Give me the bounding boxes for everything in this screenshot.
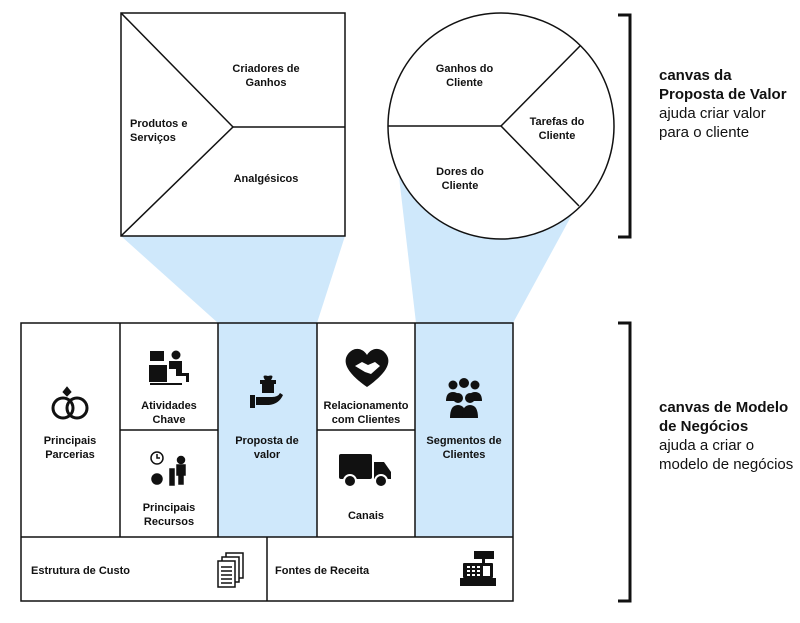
business-model-caption-text: ajuda a criar o modelo de negócios	[659, 437, 794, 473]
business-model-caption: canvas de Modelo de Negócios ajuda a cri…	[659, 398, 794, 474]
products-services-label: Produtos e Serviços	[130, 118, 188, 144]
customer-segments-cell-bg	[415, 323, 513, 537]
value-proposition-square	[120, 12, 346, 237]
documents-icon	[217, 552, 244, 588]
cash-register-icon	[460, 551, 496, 586]
customer-profile-circle	[387, 12, 615, 240]
resources-icon	[150, 451, 186, 486]
business-model-caption-title: canvas de Modelo de Negócios	[659, 399, 789, 435]
value-proposition-label: Proposta de valor	[235, 435, 299, 461]
key-activities-label: Atividades Chave	[141, 400, 197, 426]
rings-icon	[51, 386, 89, 420]
key-partners-label: Principais Parcerias	[43, 435, 97, 461]
customer-relationships-label: Relacionamento com Clientes	[323, 400, 409, 426]
channels-label: Canais	[347, 510, 385, 522]
business-model-grid	[20, 322, 514, 602]
customer-pains-label: Dores do Cliente	[436, 166, 484, 192]
revenue-streams-label: Fontes de Receita	[275, 565, 370, 577]
value-proposition-caption: canvas da Proposta de Valor ajuda criar …	[659, 66, 794, 142]
value-proposition-cell-bg	[218, 323, 317, 537]
delivery-truck-icon	[339, 454, 391, 488]
gift-in-hand-icon	[250, 375, 283, 408]
cost-structure-label: Estrutura de Custo	[31, 565, 131, 577]
value-proposition-bracket	[618, 13, 632, 239]
key-resources-label: Principais Recursos	[142, 502, 196, 528]
value-proposition-caption-title: canvas da Proposta de Valor	[659, 67, 787, 103]
gain-creators-label: Criadores de Ganhos	[232, 63, 300, 89]
person-at-desk-icon	[149, 350, 189, 385]
customer-gains-label: Ganhos do Cliente	[435, 63, 494, 89]
heart-handshake-icon	[345, 348, 389, 387]
customer-jobs-label: Tarefas do Cliente	[529, 116, 585, 142]
business-model-bracket	[618, 321, 632, 603]
customer-segments-label: Segmentos de Clientes	[426, 435, 502, 461]
value-proposition-caption-text: ajuda criar valor para o cliente	[659, 105, 766, 141]
group-of-people-icon	[446, 378, 482, 418]
pain-relievers-label: Analgésicos	[233, 173, 299, 185]
value-proposition-connector	[121, 236, 345, 323]
